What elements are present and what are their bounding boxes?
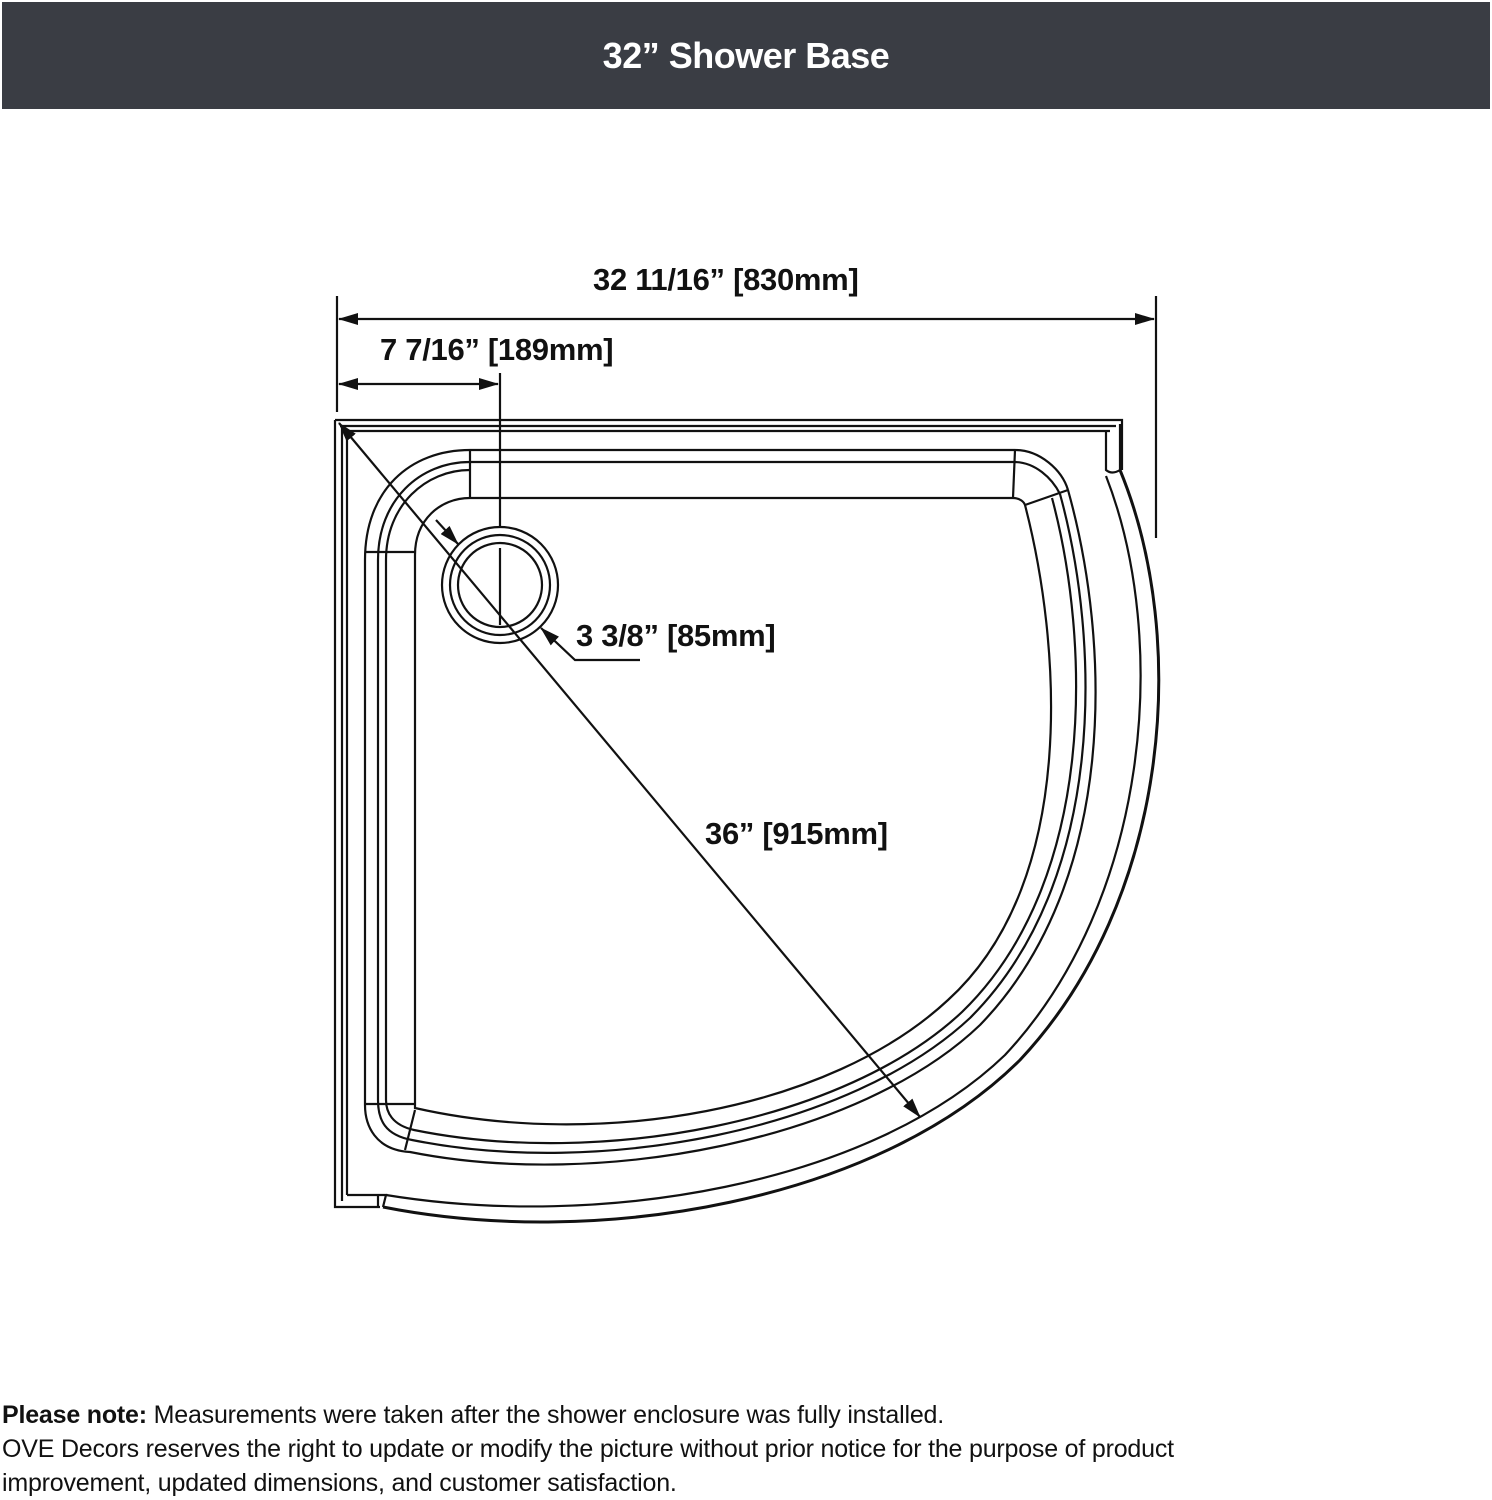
drain-offset-label: 7 7/16” [189mm]	[380, 332, 614, 367]
note-line-1: Please note: Measurements were taken aft…	[2, 1401, 944, 1429]
note-lead: Please note:	[2, 1401, 147, 1429]
note-line-2: OVE Decors reserves the right to update …	[2, 1435, 1174, 1463]
outer-apron-arc	[382, 469, 1161, 1224]
overall-width-label: 32 11/16” [830mm]	[593, 262, 859, 297]
outer-base-outline	[333, 418, 1124, 1209]
diagonal-dimension	[338, 422, 921, 1118]
drain-diameter-leader	[540, 627, 640, 662]
title-banner: 32” Shower Base	[2, 2, 1490, 109]
drain-icon	[440, 525, 560, 645]
diagonal-label: 36” [915mm]	[705, 816, 888, 851]
page-title: 32” Shower Base	[602, 34, 890, 76]
threshold-outer-arc	[363, 448, 1097, 1166]
drain-diameter-label: 3 3/8” [85mm]	[576, 618, 776, 653]
disclaimer-notes: Please note: Measurements were taken aft…	[2, 1398, 1174, 1500]
note-line-3: improvement, updated dimensions, and cus…	[2, 1469, 677, 1497]
